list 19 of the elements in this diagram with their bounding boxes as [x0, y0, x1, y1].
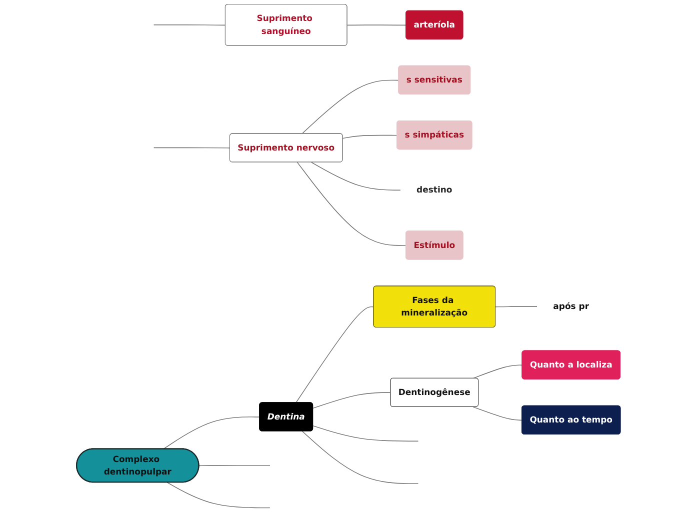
connector — [296, 162, 406, 246]
connector — [472, 406, 522, 421]
connector — [495, 306, 538, 308]
connector — [163, 416, 260, 450]
node-text: destino — [416, 184, 452, 195]
connector — [312, 425, 419, 442]
connector — [342, 134, 398, 139]
connector — [153, 147, 230, 148]
connector — [166, 482, 271, 508]
connector — [312, 392, 392, 409]
connector — [296, 306, 374, 404]
connector — [472, 364, 523, 379]
connector — [302, 80, 400, 134]
connector — [346, 24, 406, 26]
connector — [198, 465, 271, 466]
node-text: após pr — [553, 301, 590, 312]
connector — [311, 162, 401, 190]
connector — [153, 24, 226, 26]
connector — [302, 430, 419, 484]
